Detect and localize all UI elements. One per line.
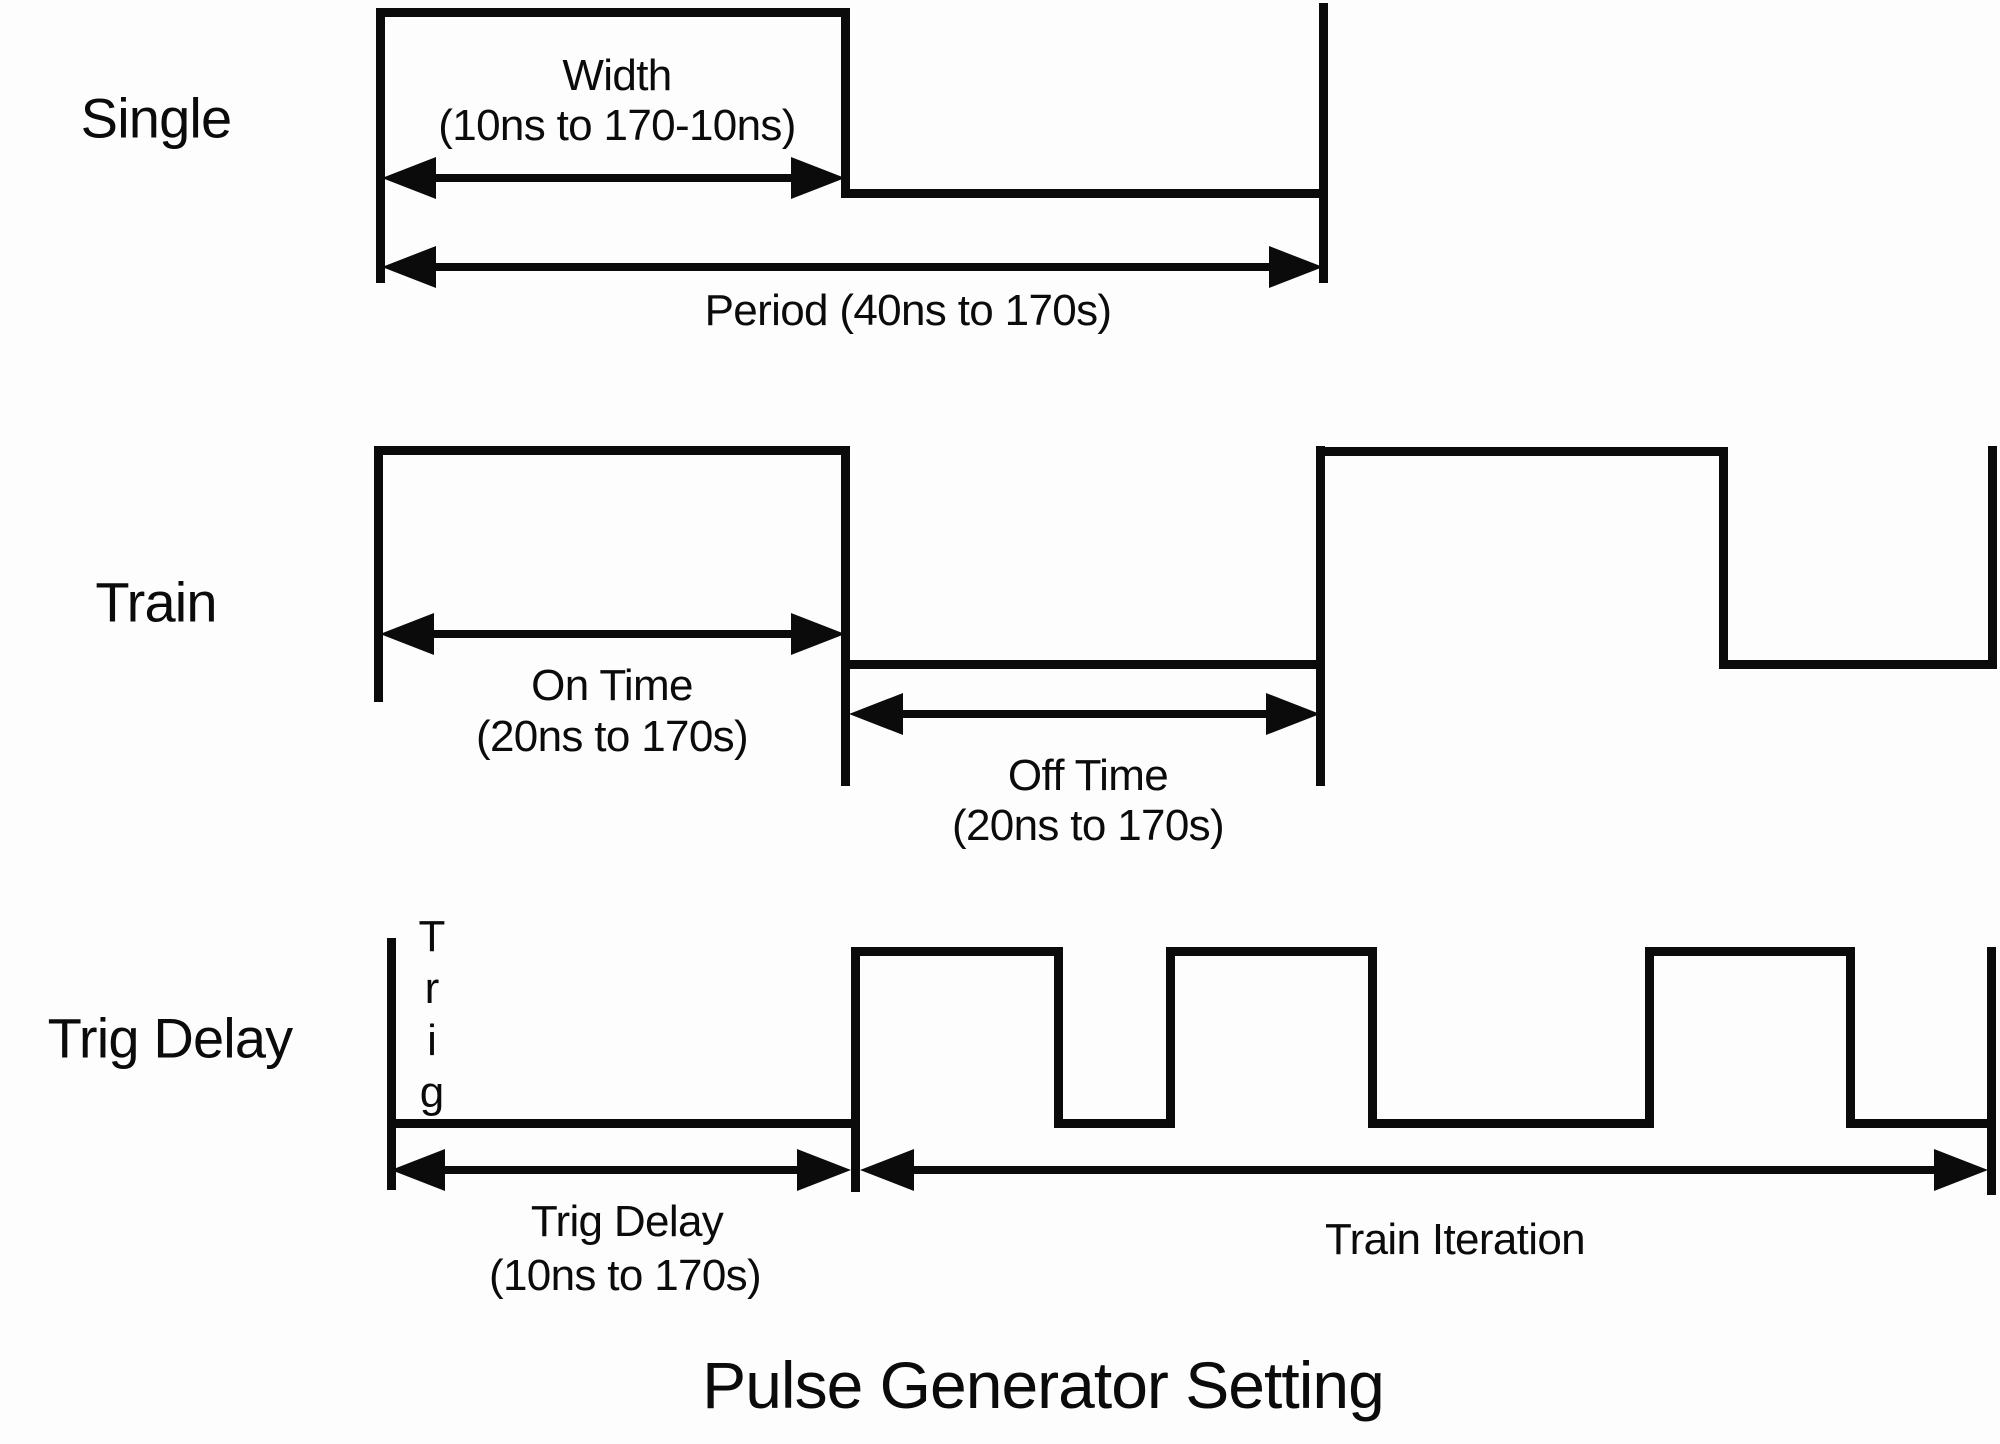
train-tail-low-line — [1719, 660, 1997, 669]
trig-pulse1-falling-edge — [1054, 947, 1063, 1128]
off-time-label: Off Time — [1007, 751, 1169, 800]
train-pulse1-rising-edge — [374, 446, 383, 702]
arrow-left-head-icon — [391, 1149, 445, 1191]
arrow-right-head-icon — [791, 613, 845, 655]
trig-letter: r — [424, 964, 440, 1013]
trig-gap1-low-line — [1054, 1119, 1174, 1128]
trig-letter: i — [427, 1016, 437, 1065]
trig-delay-range-label: (10ns to 170s) — [488, 1251, 762, 1300]
arrow-right-head-icon — [1266, 693, 1320, 735]
arrow-shaft — [437, 1166, 805, 1174]
train-iteration-label: Train Iteration — [1325, 1215, 1586, 1264]
arrow-right-head-icon — [797, 1149, 851, 1191]
trig-letter: T — [418, 912, 446, 961]
arrow-shaft — [428, 174, 799, 182]
trig-pulse2-falling-edge — [1368, 947, 1377, 1128]
train-off-low-line — [841, 660, 1324, 669]
single-pulse-rising-edge — [376, 8, 385, 283]
trig-pulse3-top-line — [1645, 947, 1854, 956]
train-iteration-end-edge — [1987, 947, 1996, 1195]
train-pulse1-top-line — [374, 446, 849, 455]
train-next-pulse-edge — [1988, 446, 1997, 669]
trig-pulse1-top-line — [851, 947, 1062, 956]
period-label: Period (40ns to 170s) — [704, 286, 1112, 335]
arrow-left-head-icon — [849, 693, 903, 735]
trig-delay-section-label: Trig Delay — [47, 1006, 294, 1070]
trigger-edge-line — [387, 938, 396, 1190]
arrow-shaft — [428, 263, 1277, 271]
single-pulse-falling-edge — [841, 8, 850, 198]
trig-signal-vertical-label: T r i g — [419, 911, 446, 1119]
arrow-right-head-icon — [1269, 246, 1323, 288]
arrow-left-head-icon — [860, 1149, 914, 1191]
trig-pulse2-rising-edge — [1166, 947, 1175, 1128]
arrow-right-head-icon — [1934, 1149, 1988, 1191]
single-low-level-line — [841, 189, 1327, 198]
single-next-period-edge — [1319, 3, 1328, 283]
trig-pulse3-falling-edge — [1846, 947, 1855, 1128]
arrow-left-head-icon — [382, 157, 436, 199]
trig-letter: g — [419, 1068, 445, 1117]
train-section-label: Train — [95, 570, 217, 634]
arrow-left-head-icon — [382, 246, 436, 288]
delay-low-line — [387, 1119, 859, 1128]
on-time-range-label: (20ns to 170s) — [475, 712, 749, 761]
arrow-shaft — [895, 710, 1274, 718]
width-range-label: (10ns to 170-10ns) — [438, 101, 796, 150]
train-pulse2-top-line — [1316, 447, 1728, 456]
train-pulse2-falling-edge — [1719, 447, 1728, 669]
off-time-range-label: (20ns to 170s) — [951, 801, 1225, 850]
on-time-label: On Time — [531, 661, 693, 710]
trig-tail-low-line — [1846, 1119, 1995, 1128]
diagram-title: Pulse Generator Setting — [702, 1348, 1385, 1422]
train-pulse2-rising-edge — [1316, 446, 1325, 786]
trig-gap2-low-line — [1368, 1119, 1653, 1128]
train-pulse1-falling-edge — [841, 446, 850, 786]
arrow-right-head-icon — [791, 157, 845, 199]
arrow-shaft — [906, 1166, 1942, 1174]
trig-pulse3-rising-edge — [1645, 947, 1654, 1128]
trig-pulse1-rising-edge — [851, 947, 860, 1192]
single-pulse-top-line — [376, 8, 849, 17]
width-label: Width — [562, 51, 672, 100]
single-section-label: Single — [80, 86, 232, 150]
trig-pulse2-top-line — [1166, 947, 1376, 956]
arrow-left-head-icon — [380, 613, 434, 655]
arrow-shaft — [426, 630, 799, 638]
trig-delay-label: Trig Delay — [530, 1197, 724, 1246]
